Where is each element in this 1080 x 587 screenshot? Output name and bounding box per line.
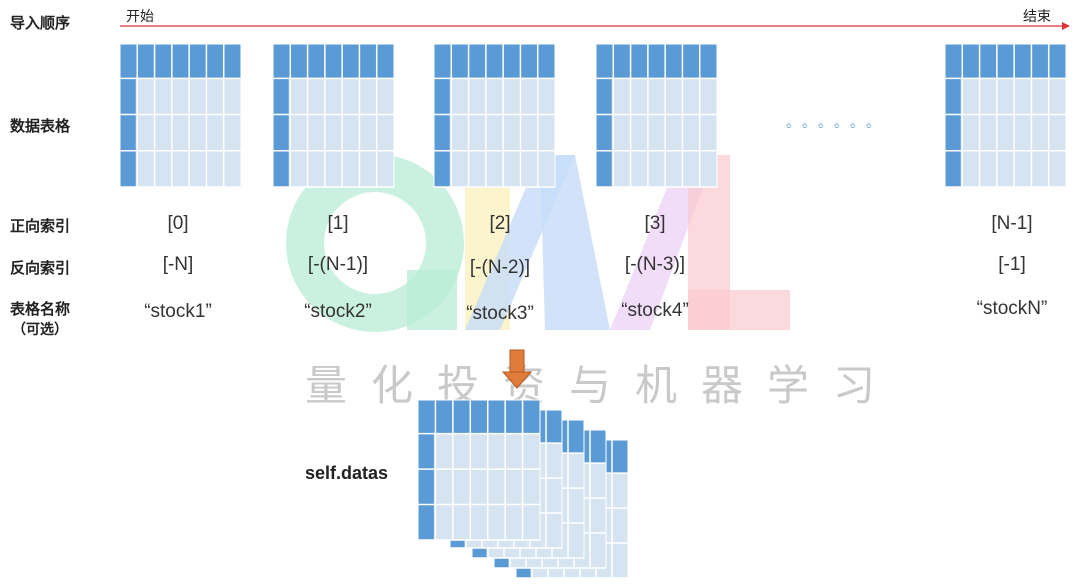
data-table-4: [944, 43, 1067, 188]
data-table-3: [595, 43, 718, 188]
forward-index-1: [1]: [327, 213, 349, 234]
label-table-name-line2: （可选）: [12, 322, 68, 338]
forward-index-3: [3]: [644, 213, 666, 234]
data-table-2: [433, 43, 556, 188]
table-name-1: “stock2”: [304, 301, 372, 322]
timeline-end-label: 结束: [1023, 9, 1051, 25]
down-arrow-icon: [501, 349, 533, 389]
label-table-name-line1: 表格名称: [10, 300, 71, 318]
reverse-index-2: [-(N-2)]: [469, 257, 531, 278]
table-name-3: “stock4”: [621, 300, 689, 321]
table-name-n: “stockN”: [976, 298, 1048, 319]
ellipsis: 。。。。。。: [786, 115, 889, 131]
reverse-index-1: [-(N-1)]: [307, 254, 369, 275]
data-table-1: [272, 43, 395, 188]
watermark-text: 量化投资与机器学习: [305, 361, 900, 410]
reverse-index-0: [-N]: [162, 254, 194, 275]
timeline-start-label: 开始: [126, 9, 154, 25]
merged-sheet-front: [417, 399, 541, 541]
forward-index-0: [0]: [167, 213, 189, 234]
reverse-index-n: [-1]: [998, 254, 1026, 275]
table-name-0: “stock1”: [144, 301, 212, 322]
label-data-table: 数据表格: [10, 117, 71, 135]
forward-index-n: [N-1]: [991, 213, 1033, 234]
data-table-0: [119, 43, 242, 188]
label-table-name: 表格名称 （可选）: [10, 298, 70, 339]
label-reverse-index: 反向索引: [10, 259, 71, 277]
label-forward-index: 正向索引: [10, 217, 71, 235]
merged-label: self.datas: [305, 463, 389, 483]
forward-index-2: [2]: [489, 213, 511, 234]
reverse-index-3: [-(N-3)]: [624, 254, 686, 275]
label-import-order: 导入顺序: [10, 14, 71, 32]
table-name-2: “stock3”: [466, 303, 534, 324]
